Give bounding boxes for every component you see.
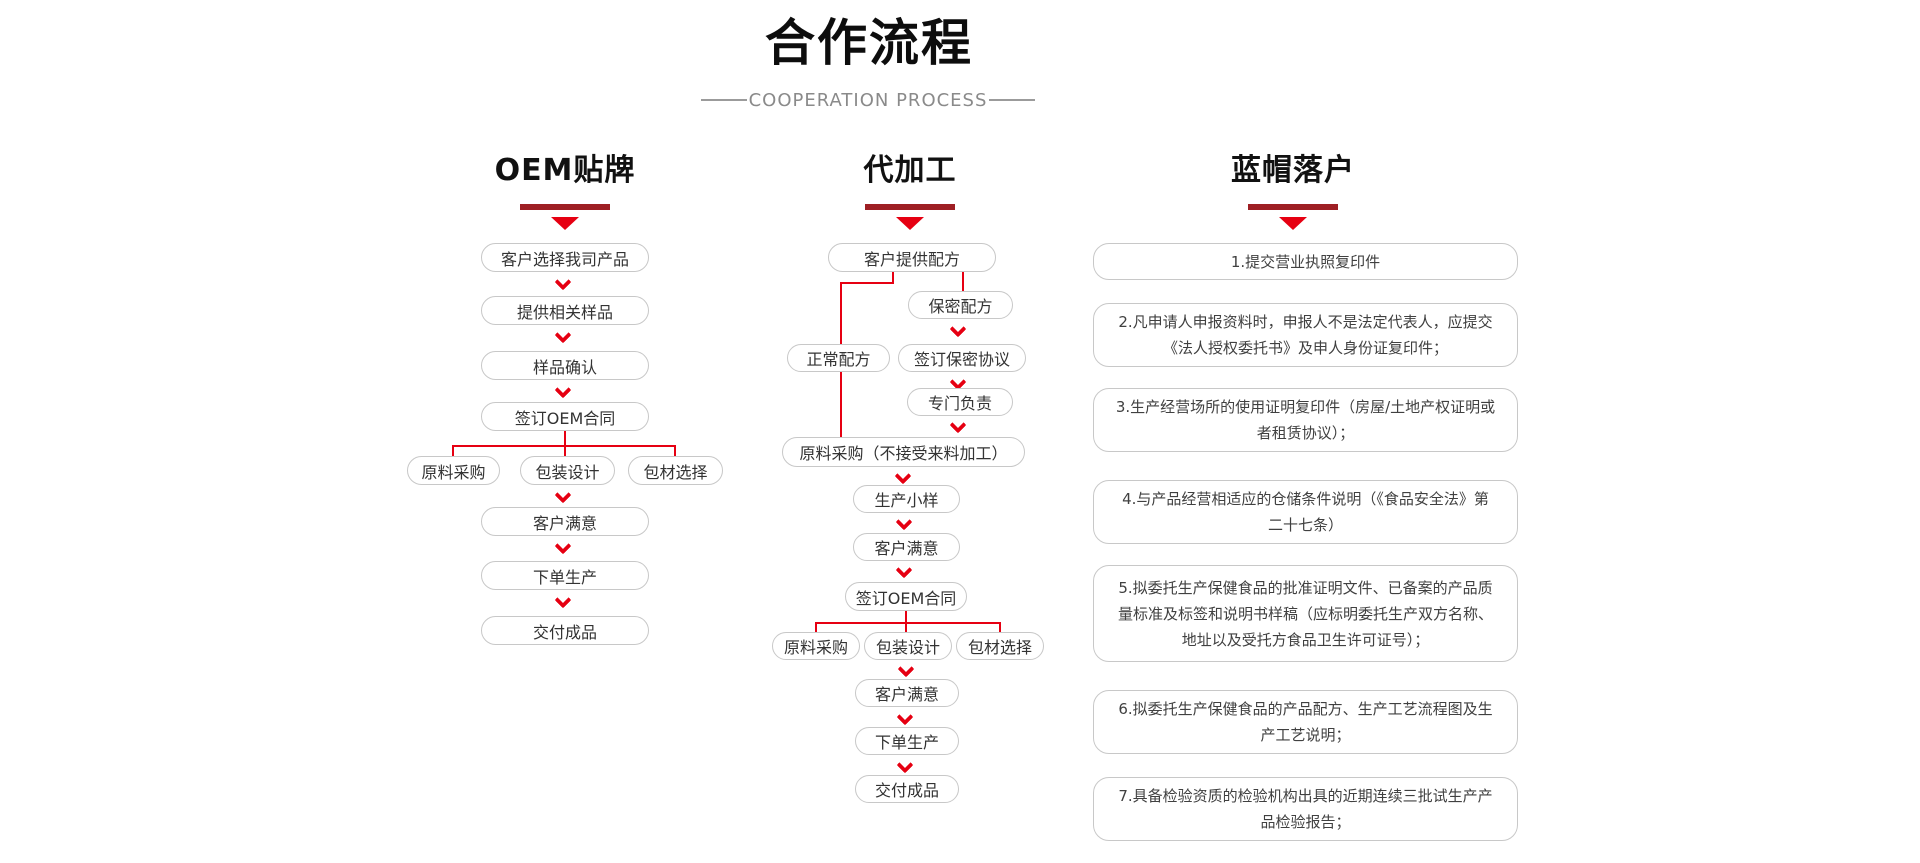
requirement-text: 3.生产经营场所的使用证明复印件（房屋/土地产权证明或者租赁协议）； [1115,398,1496,442]
requirement-item: 3.生产经营场所的使用证明复印件（房屋/土地产权证明或者租赁协议）； [1093,388,1518,452]
requirement-text: 4.与产品经营相适应的仓储条件说明（《食品安全法》第二十七条） [1122,490,1489,534]
requirement-text: 6.拟委托生产保健食品的产品配方、生产工艺流程图及生产工艺说明； [1118,700,1493,744]
chevron-down-icon [895,513,913,531]
chevron-down-icon [554,273,572,291]
chevron-down-icon [894,467,912,485]
branch-connector [815,622,1001,624]
requirement-text: 1.提交营业执照复印件 [1230,252,1381,271]
chevron-down-icon [554,591,572,609]
flow-node: 样品确认 [481,351,649,380]
flow-node: 包装设计 [864,632,952,660]
requirement-item: 2.凡申请人申报资料时，申报人不是法定代表人，应提交《法人授权委托书》及申人身份… [1093,303,1518,367]
subtitle-line-left [700,99,747,101]
heading-arrow-icon [896,217,924,230]
flow-node: 包装设计 [520,456,615,485]
flow-node: 客户提供配方 [828,243,996,272]
flow-node: 客户满意 [481,507,649,536]
branch-connector [892,271,894,284]
chevron-down-icon [949,416,967,434]
branch-connector [840,282,894,284]
heading-underline [865,204,955,210]
flow-node: 下单生产 [855,727,959,755]
flow-node: 保密配方 [908,291,1013,319]
requirement-text: 7.具备检验资质的检验机构出具的近期连续三批试生产产品检验报告； [1118,787,1493,831]
branch-connector [674,445,676,457]
flow-node: 客户选择我司产品 [481,243,649,272]
heading-underline [520,204,610,210]
branch-connector [905,622,907,633]
heading-arrow-icon [551,217,579,230]
branch-connector [962,271,964,293]
flow-node: 客户满意 [855,679,959,707]
flow-node: 原料采购（不接受来料加工） [782,437,1025,467]
column-heading-bluehat: 蓝帽落户 [1231,153,1355,188]
branch-connector [905,610,907,622]
chevron-down-icon [554,381,572,399]
requirement-text: 2.凡申请人申报资料时，申报人不是法定代表人，应提交《法人授权委托书》及申人身份… [1118,313,1493,357]
column-heading-processing: 代加工 [863,153,957,188]
branch-connector [564,431,566,446]
flow-node: 客户满意 [853,533,960,561]
chevron-down-icon [554,326,572,344]
page-subtitle: COOPERATION PROCESS [618,88,1118,112]
flow-node: 生产小样 [853,485,960,513]
flow-node: 正常配方 [787,344,890,372]
requirement-item: 6.拟委托生产保健食品的产品配方、生产工艺流程图及生产工艺说明； [1093,690,1518,754]
flow-node: 签订保密协议 [898,344,1026,372]
flow-node: 交付成品 [855,775,959,803]
column-heading-oem: OEM贴牌 [494,153,636,188]
subtitle-text: COOPERATION PROCESS [748,89,988,111]
flow-node: 交付成品 [481,616,649,645]
heading-arrow-icon [1279,217,1307,230]
requirement-item: 1.提交营业执照复印件 [1093,243,1518,280]
subtitle-line-right [989,99,1036,101]
chevron-down-icon [897,660,915,678]
chevron-down-icon [896,708,914,726]
flow-node: 提供相关样品 [481,296,649,325]
flow-node: 包材选择 [956,632,1044,660]
flow-node: 签订OEM合同 [481,402,649,431]
branch-connector [815,622,817,633]
branch-connector [564,445,566,457]
chevron-down-icon [896,756,914,774]
branch-connector [452,445,454,457]
page-title: 合作流程 [765,14,973,72]
flow-node: 下单生产 [481,561,649,590]
chevron-down-icon [554,486,572,504]
heading-underline [1248,204,1338,210]
flow-node: 原料采购 [772,632,860,660]
chevron-down-icon [895,561,913,579]
requirement-item: 4.与产品经营相适应的仓储条件说明（《食品安全法》第二十七条） [1093,480,1518,544]
flow-node: 原料采购 [407,456,500,485]
flow-node: 签订OEM合同 [845,582,967,611]
flow-node: 包材选择 [628,456,723,485]
requirement-item: 5.拟委托生产保健食品的批准证明文件、已备案的产品质量标准及标签和说明书样稿（应… [1093,565,1518,662]
chevron-down-icon [554,537,572,555]
requirement-text: 5.拟委托生产保健食品的批准证明文件、已备案的产品质量标准及标签和说明书样稿（应… [1117,578,1493,649]
chevron-down-icon [949,320,967,338]
requirement-item: 7.具备检验资质的检验机构出具的近期连续三批试生产产品检验报告； [1093,777,1518,841]
flow-node: 专门负责 [907,388,1013,416]
branch-connector [999,622,1001,633]
